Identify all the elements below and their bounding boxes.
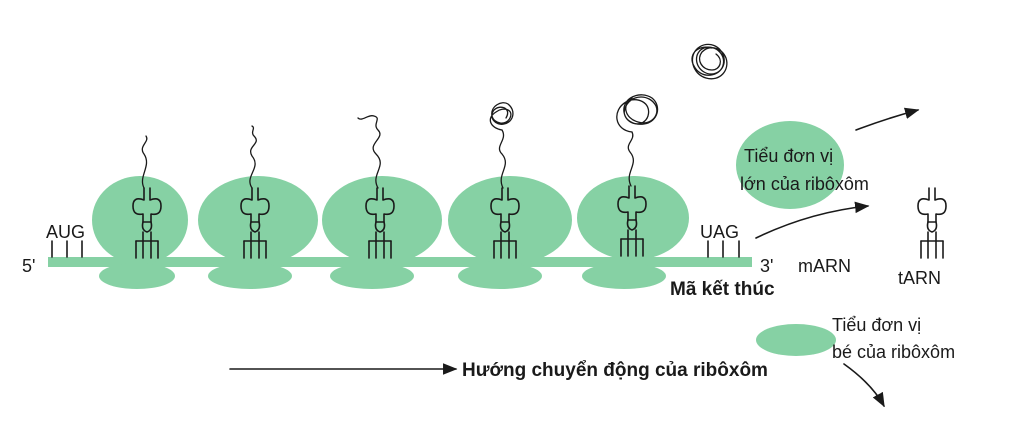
arrow-icon — [843, 363, 885, 408]
large-subunit-label-line1: Tiểu đơn vị — [744, 146, 833, 166]
polypeptide-chain-icon — [627, 131, 635, 187]
mrna-strand — [48, 257, 752, 267]
polypeptide-chain-icon — [141, 135, 148, 189]
trna-icon — [917, 187, 947, 259]
polypeptide-chain-icon — [616, 94, 659, 133]
polypeptide-chain-icon — [249, 125, 257, 189]
stop-codon-ticks — [707, 240, 740, 258]
ribosome-1 — [92, 135, 188, 289]
start-codon-label: AUG — [46, 222, 85, 242]
polypeptide-chain-icon — [357, 115, 381, 189]
ribosome-4 — [448, 102, 572, 289]
five-prime-label: 5' — [22, 256, 35, 276]
mrna-label: mARN — [798, 256, 851, 276]
small-subunit-label-line1: Tiểu đơn vị — [832, 315, 921, 335]
ribosome-5 — [577, 94, 689, 289]
arrow-icon — [855, 107, 920, 131]
small-subunit-label-line2: bé của ribôxôm — [832, 342, 955, 362]
ribosome-2 — [198, 125, 318, 289]
polypeptide-chain-icon — [489, 102, 514, 131]
large-subunit — [736, 121, 844, 209]
stop-codon-label: UAG — [700, 222, 739, 242]
large-subunit-label-line2: lớn của ribôxôm — [740, 174, 869, 194]
start-codon-ticks — [51, 240, 83, 258]
stop-code-label: Mã kết thúc — [670, 279, 775, 300]
trna-label: tARN — [898, 268, 941, 288]
small-subunit — [756, 324, 836, 356]
arrow-icon — [755, 201, 870, 239]
three-prime-label: 3' — [760, 256, 773, 276]
released-protein-icon — [691, 43, 728, 80]
ribosome-3 — [322, 115, 442, 289]
polypeptide-chain-icon — [498, 129, 507, 189]
direction-label: Hướng chuyển động của ribôxôm — [462, 360, 768, 381]
